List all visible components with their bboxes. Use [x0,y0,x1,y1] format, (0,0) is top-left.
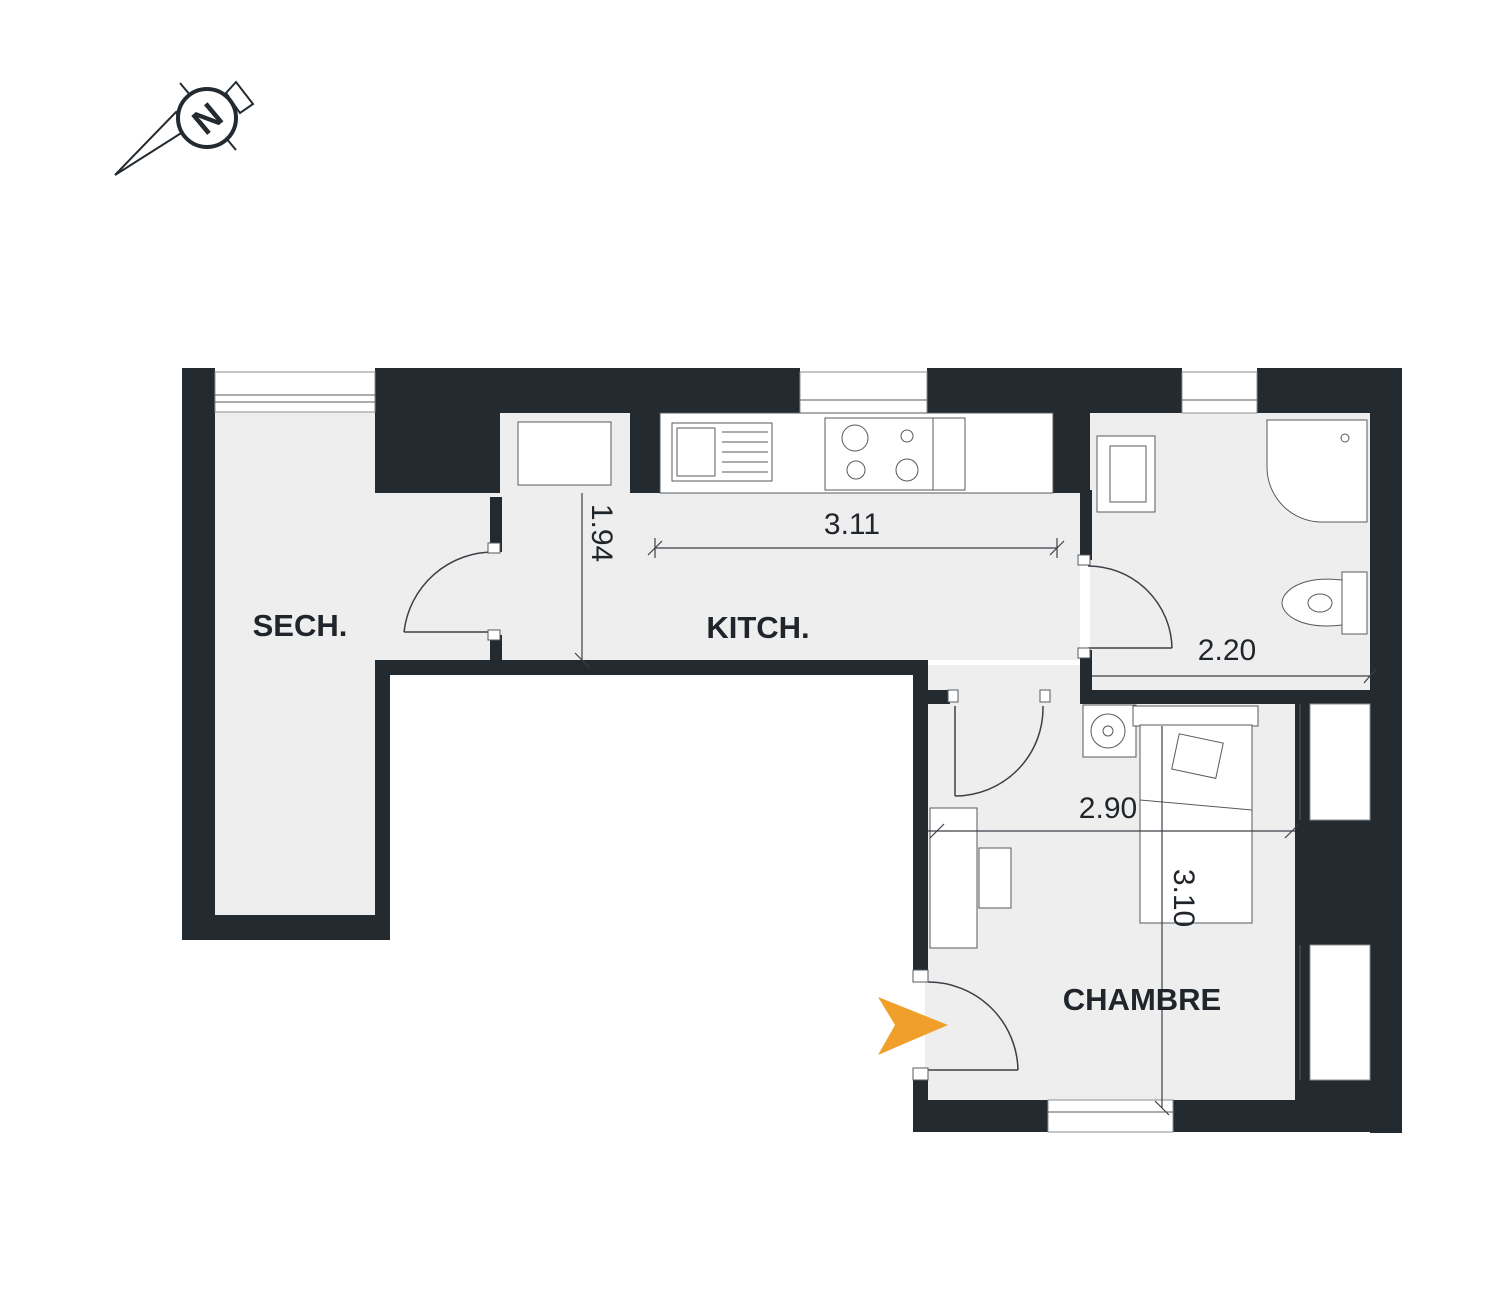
dim-kitchen-width: 3.11 [824,508,880,541]
dimension-labels: 3.11 2.20 2.90 1.94 3.10 [585,504,1256,927]
doors [403,542,1173,1081]
windows [214,371,1371,1133]
dim-kitchen-height: 1.94 [585,504,618,562]
toilet-icon [1281,578,1343,627]
north-compass-icon: N [114,80,255,176]
entrance-arrow-icon [878,997,948,1055]
dim-bedroom-width: 2.90 [1079,792,1137,825]
dim-bath-width: 2.20 [1198,634,1256,667]
room-label-sech: SECH. [253,608,348,643]
bedroom-fixtures [929,704,1259,949]
toilet-tank [1341,571,1368,635]
hob-icon [824,417,934,491]
kitchen-fixtures [517,412,1054,494]
walls [182,368,1402,1133]
room-label-kitch: KITCH. [706,610,809,645]
desk-icon [929,807,978,949]
shower-icon [1266,419,1368,523]
dimension-lines [574,493,1377,1116]
room-labels: SECH. KITCH. CHAMBRE [253,608,1222,1017]
chair-icon [978,847,1012,909]
dim-bedroom-height: 3.10 [1167,869,1200,927]
bathroom-fixtures [1096,419,1368,635]
washbasin-icon [1096,435,1156,513]
fridge [517,421,612,486]
room-label-chambre: CHAMBRE [1063,982,1221,1017]
